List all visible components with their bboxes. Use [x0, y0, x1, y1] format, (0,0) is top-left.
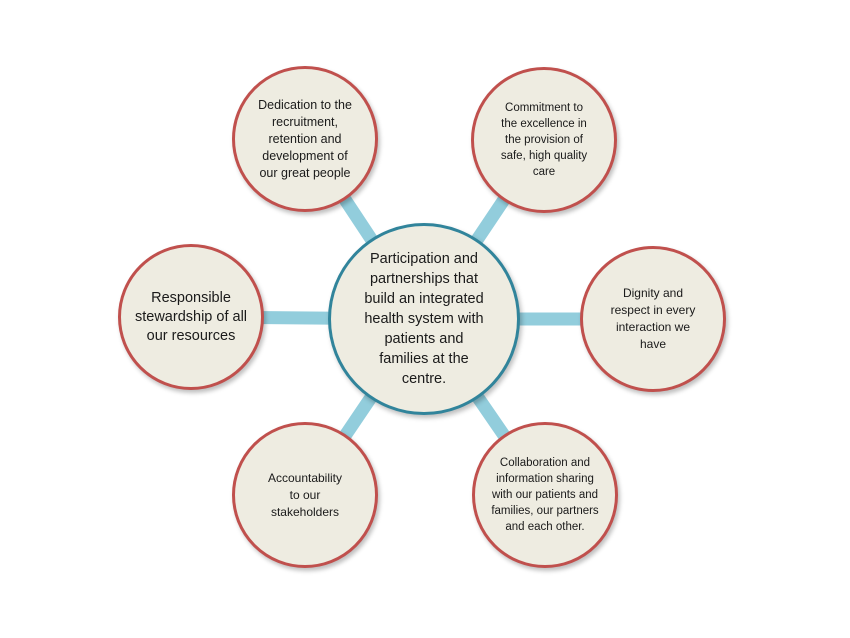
value-node-bottom-right: Collaboration and information sharing wi… — [472, 422, 618, 568]
value-text-top-left: Dedication to the recruitment, retention… — [258, 97, 352, 180]
value-node-right: Dignity and respect in every interaction… — [580, 246, 726, 392]
value-node-top-right: Commitment to the excellence in the prov… — [471, 67, 617, 213]
value-node-top-left: Dedication to the recruitment, retention… — [232, 66, 378, 212]
value-text-top-right: Commitment to the excellence in the prov… — [500, 102, 588, 178]
value-text-right: Dignity and respect in every interaction… — [610, 286, 696, 351]
value-node-bottom-left: Accountability to our stakeholders — [232, 422, 378, 568]
value-text-bottom-left: Accountability to our stakeholders — [267, 470, 343, 519]
value-text-bottom-right: Collaboration and information sharing wi… — [491, 457, 599, 533]
center-hub-text: Participation and partnerships that buil… — [364, 251, 484, 387]
value-text-left: Responsible stewardship of all our resou… — [134, 289, 248, 344]
value-node-left: Responsible stewardship of all our resou… — [118, 244, 264, 390]
center-hub: Participation and partnerships that buil… — [328, 223, 520, 415]
